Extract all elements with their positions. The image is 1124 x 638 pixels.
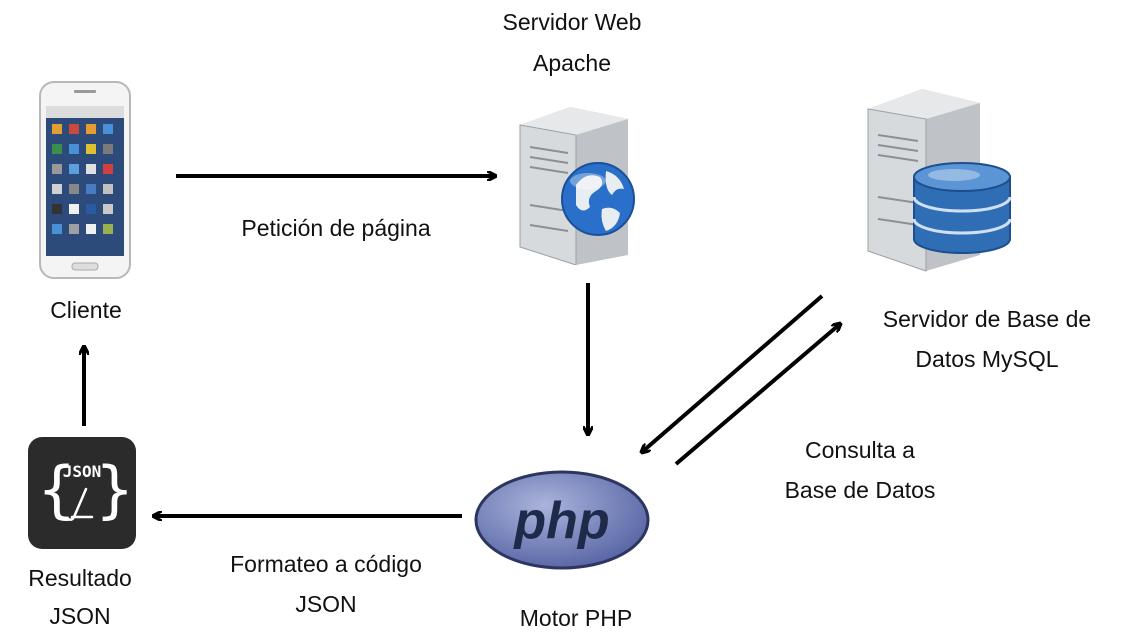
json-badge-text: JSON [63, 462, 102, 481]
php-logo-icon: php [474, 470, 650, 570]
json-result-label-line1: Resultado [28, 565, 132, 591]
svg-text:}: } [96, 453, 133, 526]
php-engine-label: Motor PHP [519, 605, 633, 631]
database-server-icon [867, 89, 1012, 272]
page-request-label: Petición de página [241, 215, 431, 241]
db-server-label-line2: Datos MySQL [915, 346, 1059, 372]
web-server-globe-icon [519, 107, 635, 265]
svg-text:{: { [38, 453, 75, 526]
json-result-label-line2: JSON [49, 603, 111, 629]
arrow-db-to-php [642, 294, 824, 452]
json-format-label-line1: Formateo a código [230, 551, 422, 577]
arrow-php-to-db [674, 324, 840, 466]
db-query-label-line1: Consulta a [805, 437, 915, 463]
json-file-icon: { } JSON [28, 437, 136, 549]
db-query-label-line2: Base de Datos [784, 477, 936, 503]
php-logo-text: php [512, 492, 609, 550]
json-format-label-line2: JSON [295, 591, 357, 617]
database-cylinder [912, 162, 1012, 254]
client-label: Cliente [50, 297, 122, 323]
web-server-label-line2: Apache [532, 50, 611, 76]
web-server-label-line1: Servidor Web [502, 9, 642, 35]
db-server-label-line1: Servidor de Base de [882, 306, 1092, 332]
smartphone-icon [39, 81, 131, 279]
